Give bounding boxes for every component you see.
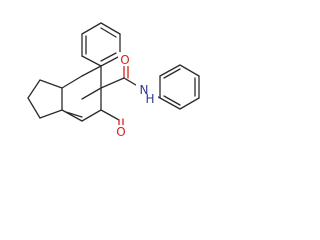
cyclopentane-ring	[27, 79, 63, 119]
atom-oxygen-amide: O	[118, 52, 132, 67]
central-ring	[61, 65, 102, 122]
phenyl-ring-right	[159, 64, 200, 110]
nitrogen-amide-label: N	[140, 83, 149, 97]
molecule-structure-diagram: O N H O	[27, 22, 200, 139]
atom-nitrogen-amide: N H	[136, 83, 158, 106]
phenyl-ring-top	[81, 22, 121, 67]
oxygen-ketone-label: O	[116, 125, 125, 139]
atom-oxygen-ketone: O	[114, 125, 128, 139]
oxygen-amide-label: O	[120, 53, 129, 67]
hydrogen-amide-label: H	[145, 92, 154, 106]
